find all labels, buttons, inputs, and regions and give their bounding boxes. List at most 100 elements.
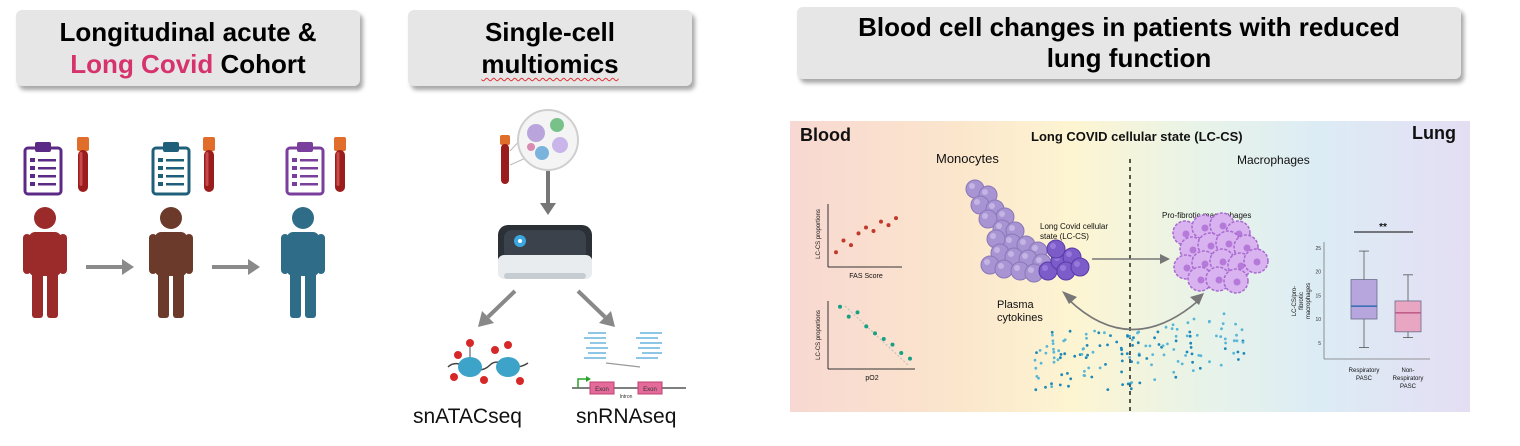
macrophage-nucleus [1207,242,1215,250]
cytokine-dot [1151,353,1155,356]
cytokine-dot [1051,333,1054,337]
cytokine-dot [1145,357,1149,360]
boxplot-ytick: 15 [1315,293,1321,299]
cohort-illustration [23,137,346,318]
cytokine-dot [1059,356,1062,360]
cytokine-dot [1051,339,1055,343]
cytokine-dot [1098,366,1102,370]
cytokine-dot [1223,337,1227,341]
lung-label: Lung [1412,123,1456,143]
scatter-point-6 [881,337,886,341]
cytokine-dot [1037,376,1040,380]
cytokine-dot [1219,335,1223,338]
monocyte-cell [1046,239,1066,259]
cytokine-dot [1083,369,1086,373]
monocyte-highlight [1074,261,1080,267]
lccs-cell-label: Long Covid cellular state (LC-CS) [1040,222,1109,241]
cytokine-dot [1189,346,1193,349]
macrophage-nucleus [1189,246,1197,254]
clipboard-icon [285,140,325,196]
cytokine-dot [1109,334,1112,337]
sequencer-instrument-icon [498,225,592,279]
monocyte-highlight [989,203,995,209]
scatter-point-3 [849,243,853,248]
cytokine-dot [1115,340,1119,344]
cohort-header-line1: Longitudinal acute & [59,17,317,47]
box-iqr-2 [1394,300,1422,333]
scatter-point-5 [873,331,877,336]
snatacseq-label: snATACseq [413,405,522,428]
lccs-title: Long COVID cellular state (LC-CS) [1031,129,1243,144]
cytokine-dot [1085,336,1088,340]
blood-tube-icon [500,135,510,184]
macrophage-nucleus [1183,264,1191,272]
cytokine-dot [1232,339,1236,343]
cytokine-dot [1128,335,1131,338]
boxplot-cat1-line2: PASC [1356,376,1373,382]
arrow-down-left-icon [478,289,517,327]
cytokine-dot [1086,353,1089,357]
monocyte-highlight [1050,243,1056,249]
boxplot-ylabel-line2: fibrotic [1299,292,1305,310]
cytokine-dot [1063,338,1067,342]
cytokine-dot [1240,328,1244,332]
cytokine-dot [1104,363,1107,366]
cytokine-dot [1087,366,1091,370]
cytokine-dot [1199,354,1203,358]
macrophage-nucleus [1201,224,1209,232]
cytokine-dot [1138,381,1142,385]
cytokine-dot [1175,327,1179,331]
cytokine-dot [1242,352,1246,355]
multiomics-illustration: Exon Exon Intron [447,109,686,400]
cytokine-dot [1067,384,1070,388]
chart1-xlabel: FAS Score [849,273,883,280]
cytokine-dots [1033,312,1246,392]
boxplot-cat1-line1: Respiratory [1349,368,1380,374]
scatter-point-1 [838,304,842,309]
cytokine-dot [1157,343,1161,346]
blood-header-line2: lung function [1046,43,1212,73]
scatter-point-1 [834,250,838,255]
snrnaseq-label: snRNAseq [576,405,677,428]
blood-tube-icon [77,137,89,192]
arrow-down-icon [540,171,556,215]
lccs-panel: Blood Lung Long COVID cellular state (LC… [790,121,1470,412]
cytokine-dot [1186,321,1190,325]
cytokine-dot [1066,372,1069,375]
macrophage-nucleus [1201,260,1209,268]
scatter-point-8 [886,223,891,228]
macrophage-nucleus [1219,222,1227,230]
person-icon [23,207,67,318]
trend-line [844,305,909,366]
monocyte-highlight [990,233,996,239]
cytokine-dot [1197,354,1201,357]
cytokine-dot [1208,360,1211,364]
cytokine-dot [1128,356,1132,359]
monocyte-highlight [1008,251,1014,257]
cytokine-dot [1184,354,1187,357]
cytokine-dot [1063,352,1067,356]
cytokine-dot [1172,370,1176,374]
cytokine-dot [1162,353,1166,357]
cytokine-dot [1156,330,1160,334]
monocyte-highlight [1022,253,1028,259]
cytokine-dot [1174,334,1178,338]
cytokine-dot [1198,366,1202,370]
significance-label: ** [1379,222,1387,233]
box-iqr-1 [1350,279,1378,320]
cytokine-dot [1131,344,1134,347]
cytokine-dot [1237,358,1240,361]
curved-double-arrow-icon [1062,291,1204,331]
cytokine-dot [1185,334,1189,338]
cytokine-dot [1090,375,1094,379]
macrophage-nucleus [1182,230,1190,238]
person-icon [281,207,325,318]
rna-reads-icon [584,332,662,368]
monocyte-highlight [1006,237,1012,243]
cytokine-dot [1153,336,1156,340]
cytokine-dot [1174,375,1178,379]
monocyte-highlight [974,199,980,205]
macrophage-nucleus [1197,276,1205,284]
cytokine-dot [1060,373,1064,377]
boxplot-ytick: 5 [1318,341,1321,347]
